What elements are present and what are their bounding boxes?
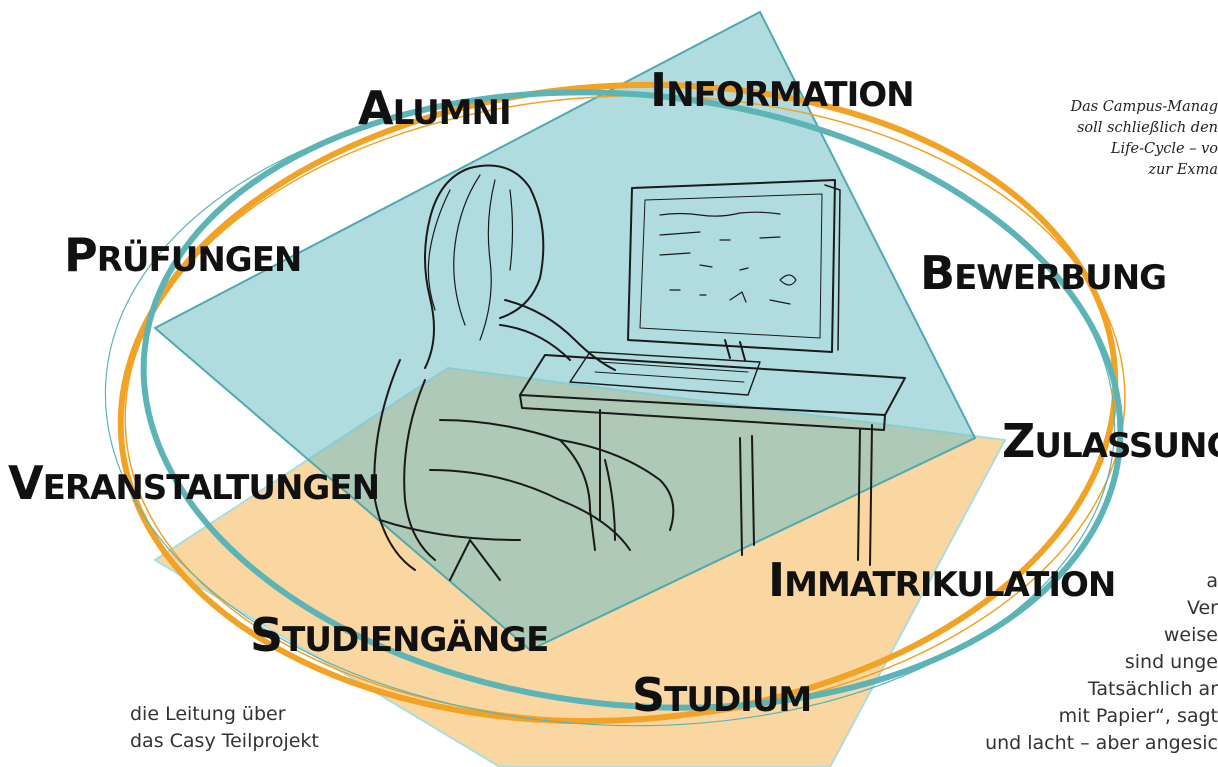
- pull-quote: Das Campus-Manag soll schließlich den Li…: [1018, 97, 1218, 181]
- label-immatrikulation-initial: I: [768, 553, 785, 607]
- label-zulassung: ZULASSUNG: [1002, 418, 1218, 464]
- label-zulassung-initial: Z: [1002, 414, 1035, 468]
- pull-quote-line: Life-Cycle – vo: [1110, 141, 1218, 157]
- body-text-left: die Leitung über das Casy Teilprojekt: [130, 701, 319, 755]
- label-information: INFORMATION: [650, 67, 915, 115]
- label-studiengaenge-rest: TUDIENGÄNGE: [282, 620, 549, 660]
- body-text-line: die Leitung über: [130, 703, 286, 725]
- body-text-line: Ver: [1186, 597, 1218, 619]
- label-bewerbung-initial: B: [920, 246, 955, 300]
- pull-quote-line: zur Exma: [1148, 162, 1218, 178]
- label-veranstaltungen: VERANSTALTUNGEN: [8, 460, 380, 508]
- person-at-computer-sketch: [373, 164, 906, 581]
- body-text-line: mit Papier“, sagt: [1058, 705, 1218, 727]
- label-pruefungen-rest: RÜFUNGEN: [96, 240, 303, 280]
- teal-ring: [140, 89, 1124, 711]
- pull-quote-line: Das Campus-Manag: [1070, 99, 1218, 115]
- orange-ring-thin: [124, 94, 1126, 722]
- label-pruefungen: PRÜFUNGEN: [64, 232, 303, 280]
- body-text-line: Tatsächlich ar: [1087, 678, 1218, 700]
- label-studiengaenge-initial: S: [250, 608, 283, 662]
- label-studium-initial: S: [632, 668, 665, 722]
- body-text-right: a Ver weise sind unge Tatsächlich ar mit…: [985, 568, 1218, 757]
- label-studium-rest: TUDIUM: [664, 680, 812, 720]
- label-zulassung-rest: ULASSUNG: [1034, 426, 1218, 466]
- teal-ring-thin: [104, 93, 1116, 727]
- label-information-initial: I: [650, 63, 667, 117]
- body-text-line: sind unge: [1124, 651, 1218, 673]
- label-veranstaltungen-initial: V: [8, 456, 44, 510]
- label-alumni-rest: LUMNI: [392, 93, 512, 133]
- label-pruefungen-initial: P: [64, 228, 98, 282]
- label-bewerbung-rest: EWERBUNG: [954, 258, 1167, 298]
- label-alumni-initial: A: [358, 81, 394, 135]
- label-immatrikulation-rest: MMATRIKULATION: [784, 565, 1116, 605]
- label-studiengaenge: STUDIENGÄNGE: [250, 612, 549, 660]
- label-alumni: ALUMNI: [358, 85, 512, 133]
- body-text-line: und lacht – aber angesic: [985, 732, 1218, 754]
- label-immatrikulation: IMMATRIKULATION: [768, 557, 1116, 605]
- pull-quote-line: soll schließlich den: [1076, 120, 1218, 136]
- label-studium: STUDIUM: [632, 672, 812, 720]
- label-bewerbung: BEWERBUNG: [920, 250, 1167, 298]
- body-text-line: weise: [1163, 624, 1218, 646]
- body-text-line: das Casy Teilprojekt: [130, 730, 319, 752]
- label-information-rest: NFORMATION: [666, 75, 914, 115]
- label-veranstaltungen-rest: ERANSTALTUNGEN: [42, 468, 380, 508]
- body-text-line: a: [1206, 570, 1218, 592]
